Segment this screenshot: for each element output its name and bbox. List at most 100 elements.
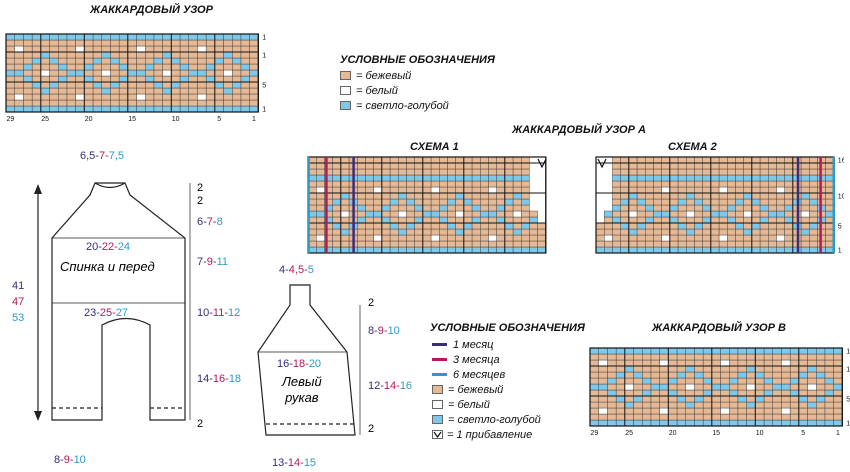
pattern-cell — [650, 371, 660, 379]
pattern-cell — [772, 413, 782, 421]
sleeve-outline — [257, 284, 356, 436]
pattern-cell — [728, 389, 739, 397]
pattern-cell — [463, 156, 473, 164]
pattern-cell — [422, 192, 432, 200]
pattern-cell — [430, 234, 440, 242]
pattern-cell — [471, 234, 481, 242]
pattern-cell — [488, 222, 497, 230]
pattern-cell — [702, 365, 712, 373]
pattern-cell — [726, 198, 736, 206]
pattern-cell — [249, 69, 259, 77]
sleeve-schematic — [257, 284, 361, 436]
pattern-cell — [759, 198, 769, 206]
pattern-cell — [389, 198, 399, 206]
pattern-cell — [463, 246, 473, 254]
pattern-cell — [58, 45, 68, 53]
pattern-cell — [702, 222, 711, 230]
pattern-cell — [685, 174, 695, 182]
pattern-cell — [808, 234, 818, 242]
pattern-cell — [240, 69, 250, 77]
pattern-cell — [694, 180, 703, 188]
pattern-cell — [520, 234, 530, 242]
pattern-cell — [373, 156, 382, 164]
pattern-cell — [751, 240, 761, 248]
pattern-cell — [615, 407, 626, 415]
pattern-cell — [422, 222, 432, 230]
x-tick-label: 20 — [669, 430, 677, 437]
pattern-cell — [815, 347, 826, 355]
pattern-cell — [66, 93, 76, 101]
pattern-cell — [746, 413, 756, 421]
pattern-cell — [381, 246, 391, 254]
pattern-cell — [694, 371, 704, 379]
pattern-cell — [127, 33, 137, 41]
pattern-cell — [249, 93, 259, 101]
pattern-cell — [447, 156, 456, 164]
pattern-cell — [179, 105, 189, 113]
pattern-cell — [636, 246, 646, 254]
blue-swatch — [432, 415, 443, 424]
pattern-cell — [365, 198, 374, 206]
pattern-cell — [397, 180, 407, 188]
pattern-cell — [496, 204, 506, 212]
pattern-cell — [653, 246, 662, 254]
pattern-cell — [694, 174, 703, 182]
pattern-cell — [653, 168, 662, 176]
pattern-cell — [430, 228, 440, 236]
pattern-cell — [188, 81, 198, 89]
pattern-cell — [685, 192, 695, 200]
pattern-cell — [455, 204, 465, 212]
pattern-cell — [430, 162, 440, 170]
pattern-cell — [92, 99, 102, 107]
pattern-cell — [645, 156, 654, 164]
pattern-cell — [728, 413, 739, 421]
pattern-cell — [676, 407, 686, 415]
pattern-cell — [767, 222, 777, 230]
pattern-cell — [504, 210, 514, 218]
pattern-cell — [645, 168, 654, 176]
pattern-cell — [628, 246, 638, 254]
pattern-cell — [31, 45, 42, 53]
pattern-cell — [240, 57, 250, 65]
pattern-cell — [504, 180, 514, 188]
increase-symbol-icon — [597, 158, 607, 169]
pattern-cell — [751, 210, 761, 218]
pattern-cell — [798, 389, 808, 397]
pattern-cell — [84, 45, 94, 53]
pattern-cell — [223, 63, 233, 71]
pattern-cell — [365, 240, 374, 248]
pattern-cell — [650, 401, 660, 409]
pattern-cell — [776, 210, 785, 218]
pattern-cell — [455, 240, 465, 248]
pattern-cell — [357, 168, 366, 176]
pattern-cell — [685, 240, 695, 248]
pattern-cell — [447, 240, 456, 248]
pattern-cell — [315, 216, 325, 224]
pattern-cell — [694, 401, 704, 409]
pattern-cell — [223, 87, 233, 95]
pattern-cell — [650, 389, 660, 397]
pattern-cell — [661, 216, 670, 224]
pattern-cell — [669, 168, 679, 176]
pattern-cell — [776, 198, 785, 206]
pattern-cell — [162, 33, 172, 41]
pattern-cell — [824, 401, 834, 409]
pattern-cell — [798, 395, 808, 403]
pattern-cell — [110, 93, 120, 101]
pattern-cell — [488, 168, 497, 176]
pattern-cell — [332, 162, 342, 170]
pattern-cell — [751, 192, 761, 200]
pattern-cell — [743, 198, 753, 206]
pattern-cell — [661, 198, 670, 206]
pattern-cell — [595, 234, 605, 242]
pattern-cell — [223, 93, 233, 101]
pattern-cell — [332, 240, 342, 248]
pattern-cell — [512, 186, 522, 194]
pattern-cell — [84, 69, 94, 77]
pattern-cell — [669, 246, 679, 254]
pattern-cell — [422, 234, 432, 242]
pattern-cell — [746, 377, 756, 385]
pattern-cell — [430, 180, 440, 188]
pattern-cell — [127, 57, 137, 65]
pattern-cell — [479, 168, 489, 176]
